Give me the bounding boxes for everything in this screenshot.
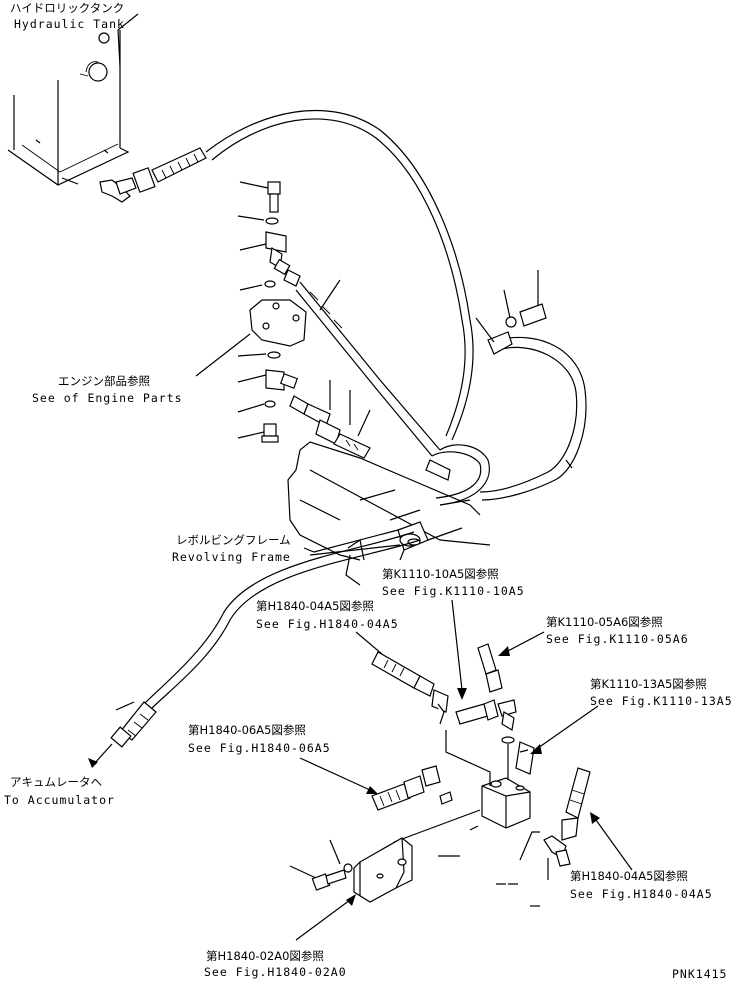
label-ref-k1110-05a6-en: See Fig.K1110-05A6 xyxy=(546,632,689,646)
hose-h1840-06a5 xyxy=(371,765,441,811)
tank-elbow-fitting xyxy=(99,147,207,203)
label-ref-h1840-04a5-bottom-en: See Fig.H1840-04A5 xyxy=(570,887,713,901)
suction-hose xyxy=(205,109,474,441)
label-ref-h1840-04a5-bottom-jp: 第H1840-04A5図参照 xyxy=(570,869,688,883)
tee-fitting-k1110 xyxy=(455,699,517,731)
label-ref-k1110-13a5-en: See Fig.K1110-13A5 xyxy=(590,694,733,708)
revolving-frame xyxy=(287,441,491,586)
drawing-number: PNK1415 xyxy=(672,967,727,981)
label-ref-h1840-06a5-en: See Fig.H1840-06A5 xyxy=(188,741,331,755)
label-engine-parts-en: See of Engine Parts xyxy=(32,391,183,405)
hose-h1840-04a5-bottom xyxy=(543,767,591,867)
label-ref-k1110-13a5-jp: 第K1110-13A5図参照 xyxy=(590,677,707,691)
label-ref-h1840-04a5-top-jp: 第H1840-04A5図参照 xyxy=(256,599,374,613)
label-hydraulic-tank-en: Hydraulic Tank xyxy=(14,17,125,31)
label-engine-parts-jp: エンジン部品参照 xyxy=(58,374,150,388)
accumulator-hose xyxy=(88,531,421,768)
elbow-k1110-13a5 xyxy=(501,736,535,775)
label-ref-k1110-05a6-jp: 第K1110-05A6図参照 xyxy=(546,615,663,629)
label-revolving-frame-jp: レボルビングフレーム xyxy=(176,533,291,547)
mounting-bracket xyxy=(353,837,413,903)
label-ref-h1840-02a0-jp: 第H1840-02A0図参照 xyxy=(206,949,324,963)
label-ref-h1840-04a5-top-en: See Fig.H1840-04A5 xyxy=(256,617,399,631)
swivel-hose-loop xyxy=(425,444,490,506)
leader-lines xyxy=(117,13,633,941)
label-accumulator-jp: アキュムレータヘ xyxy=(10,775,102,789)
label-accumulator-en: To Accumulator xyxy=(4,793,115,807)
hose-h1840-04a5-top xyxy=(371,651,449,725)
return-hose xyxy=(479,336,587,501)
label-ref-h1840-02a0-en: See Fig.H1840-02A0 xyxy=(204,965,347,979)
label-ref-h1840-06a5-jp: 第H1840-06A5図参照 xyxy=(188,723,306,737)
bracket-bolt xyxy=(289,839,353,891)
label-ref-k1110-10a5-en: See Fig.K1110-10A5 xyxy=(382,584,525,598)
valve-block xyxy=(393,730,540,861)
label-hydraulic-tank-jp: ハイドロリックタンク xyxy=(10,1,124,15)
label-revolving-frame-en: Revolving Frame xyxy=(172,550,291,564)
engine-fittings xyxy=(237,181,441,459)
clamp-bolt-right xyxy=(475,270,547,355)
hydraulic-tank xyxy=(7,30,130,186)
label-ref-k1110-10a5-jp: 第K1110-10A5図参照 xyxy=(382,567,499,581)
engine-leader-line xyxy=(195,333,251,377)
adapter-k1110-05a6 xyxy=(477,643,503,693)
